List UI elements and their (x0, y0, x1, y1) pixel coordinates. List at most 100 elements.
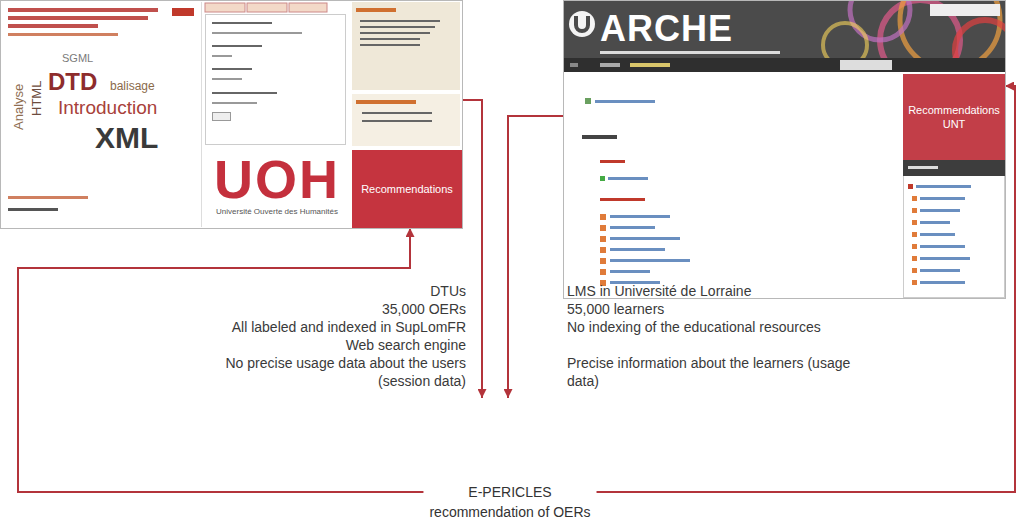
uoh-screenshot-detail (360, 20, 440, 22)
description-line: DTUs (176, 282, 466, 300)
uoh-screenshot-detail (212, 55, 232, 57)
uoh-screenshot-detail (8, 16, 148, 20)
connector-arrow (508, 116, 563, 398)
uoh-screenshot-detail (360, 32, 430, 34)
screenshot-panel: ARCHE Recommendations UNT (563, 0, 1006, 299)
node-title: E-PERICLES (468, 482, 551, 502)
arche-screenshot-detail (595, 100, 655, 103)
arche-screenshot-detail (912, 268, 917, 273)
uoh-screenshot (1, 1, 463, 229)
arche-screenshot-detail (600, 269, 606, 275)
arche-screenshot-detail (920, 257, 970, 260)
arche-screenshot-detail (823, 0, 1006, 58)
arche-screenshot-detail (912, 244, 917, 249)
arche-screenshot-detail-detail (823, 23, 867, 58)
recommendation-box: Recommendations UNT (903, 74, 1005, 160)
arche-screenshot-detail (912, 280, 917, 285)
logo-text: UOH (207, 151, 347, 207)
uoh-screenshot-detail (8, 208, 58, 211)
arche-screenshot-detail (912, 232, 917, 237)
arche-screenshot-detail (569, 11, 595, 37)
uoh-screenshot-detail (356, 8, 396, 12)
arche-screenshot-detail (585, 98, 591, 104)
connector-arrow (463, 100, 482, 398)
uoh-screenshot-detail (213, 113, 231, 121)
arche-screenshot-detail (840, 60, 892, 70)
description-line: LMS in Université de Lorraine (567, 282, 857, 300)
uoh-screenshot-detail (247, 3, 287, 12)
node-subtitle: recommendation of OERs (429, 502, 590, 522)
uoh-screenshot-detail (289, 3, 327, 12)
uoh-screenshot-detail (362, 112, 432, 114)
uoh-screenshot-detail (212, 102, 257, 104)
arche-screenshot-detail (908, 184, 913, 189)
arche-screenshot-detail (600, 225, 606, 231)
word-cloud-term: Introduction (58, 97, 157, 119)
arche-screenshot-detail (610, 248, 665, 251)
arche-screenshot-detail (908, 166, 938, 169)
word-cloud-term: SGML (62, 52, 93, 65)
description-line: 35,000 OERs (176, 300, 466, 318)
word-cloud-term: XML (95, 121, 158, 156)
arche-screenshot-detail (563, 58, 1006, 72)
arche-screenshot-detail (600, 214, 606, 220)
uoh-screenshot-detail (356, 100, 416, 104)
arche-screenshot-detail (564, 1, 1006, 299)
word-cloud-term: HTML (30, 81, 45, 116)
arche-screenshot-detail (610, 259, 690, 262)
uoh-screenshot-detail (8, 196, 88, 199)
arche-screenshot-detail (576, 16, 588, 31)
description-line: Web search engine (176, 336, 466, 354)
arche-screenshot-detail (920, 197, 965, 200)
uoh-screenshot-detail (8, 24, 98, 28)
description-line: Precise information about the learners (… (567, 354, 857, 390)
arche-screenshot-detail (600, 198, 645, 201)
arche-screenshot-detail-detail (955, 20, 1006, 58)
description-line: No precise usage data about the users (s… (176, 354, 466, 390)
uoh-screenshot-detail (360, 44, 420, 46)
arche-screenshot-detail (610, 215, 670, 218)
uoh-screenshot-detail (206, 15, 346, 145)
arche-screenshot-detail (600, 258, 606, 264)
uoh-screenshot-detail (212, 68, 252, 70)
uoh-screenshot-detail (360, 38, 420, 40)
arche-screenshot-detail (920, 233, 955, 236)
logo-text: ARCHE (600, 9, 733, 49)
recommendation-box: Recommendations (352, 150, 462, 228)
arche-screenshot-detail (903, 160, 1005, 176)
arche-screenshot (563, 0, 1015, 299)
arche-screenshot-detail (920, 209, 960, 212)
arche-screenshot-detail (920, 245, 965, 248)
arche-screenshot-detail (912, 208, 917, 213)
word-cloud-term: Analyse (12, 84, 27, 130)
uoh-screenshot-detail (172, 8, 194, 16)
arche-screenshot-detail (920, 281, 965, 284)
arche-screenshot-detail (610, 226, 655, 229)
uoh-screenshot-detail (352, 94, 460, 146)
arche-screenshot-detail (600, 51, 780, 54)
arche-screenshot-detail (608, 177, 648, 180)
arche-screenshot-detail (600, 176, 605, 181)
description-line: 55,000 learners (567, 300, 857, 318)
arche-screenshot-detail (912, 220, 917, 225)
uoh-screenshot-detail (205, 3, 245, 12)
uoh-screenshot-detail (360, 26, 435, 28)
uoh-screenshot-detail (212, 32, 302, 34)
uoh-screenshot-detail (212, 22, 272, 24)
description-line: No indexing of the educational resources (567, 318, 857, 336)
arche-screenshot-detail (600, 63, 620, 67)
box-text: Recommendations UNT (907, 103, 1001, 131)
arche-screenshot-detail (930, 4, 1000, 16)
arche-screenshot-detail (610, 270, 650, 273)
arche-screenshot-detail (916, 185, 971, 188)
description-line: All labeled and indexed in SupLomFR (176, 318, 466, 336)
arche-screenshot-detail (912, 256, 917, 261)
logo-subtitle: Université Ouverte des Humanités (197, 207, 357, 217)
uoh-screenshot-detail (8, 8, 158, 12)
word-cloud-term: balisage (110, 80, 155, 94)
arche-screenshot-detail (600, 160, 625, 163)
arche-screenshot-detail (600, 236, 606, 242)
arche-screenshot-detail (570, 63, 578, 67)
arche-screenshot-detail (920, 269, 960, 272)
